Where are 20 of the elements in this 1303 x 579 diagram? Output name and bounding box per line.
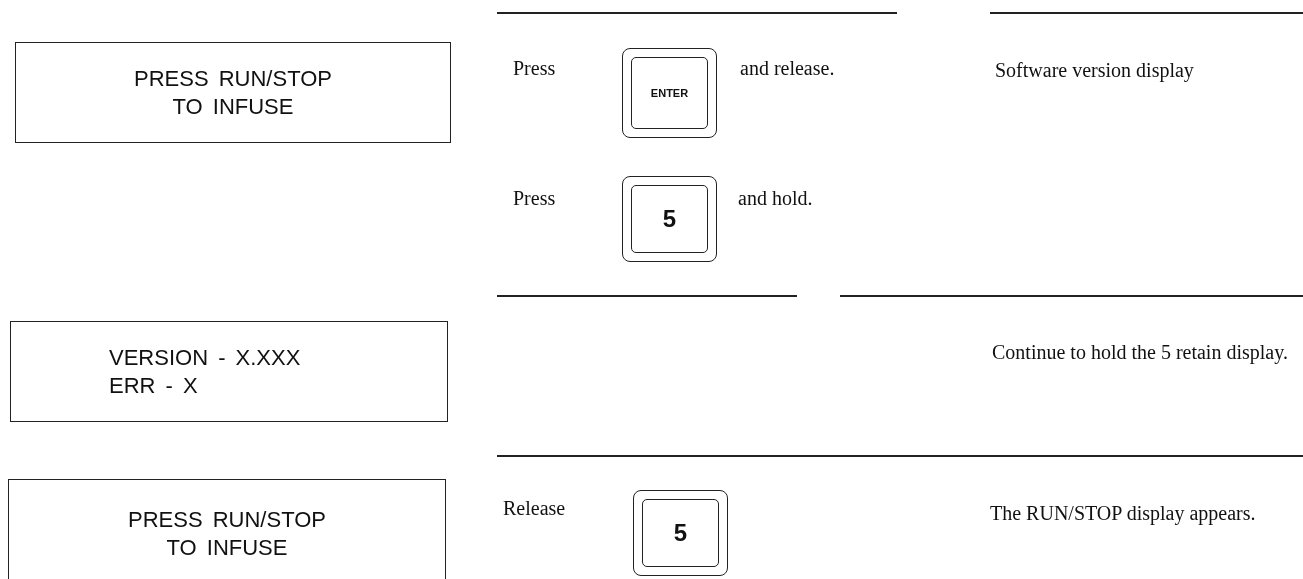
keypad-key [633, 490, 728, 576]
key-label: 5 [662, 205, 677, 233]
instruction-text: Software version display [995, 58, 1195, 82]
lcd-display-panel [10, 321, 448, 422]
instruction-text: and hold. [738, 186, 814, 210]
lcd-display-panel [8, 479, 446, 579]
key-label: ENTER [650, 87, 689, 99]
instruction-text: Press [513, 186, 557, 210]
display-message: PRESS RUN/STOP TO INFUSE [133, 64, 333, 121]
keypad-key [622, 176, 717, 262]
instruction-text: and release. [740, 56, 836, 80]
instruction-text: Press [513, 56, 557, 80]
lcd-display-panel [15, 42, 451, 143]
keypad-key [622, 48, 717, 138]
key-label: 5 [673, 519, 688, 547]
display-message: VERSION - X.XXX ERR - X [109, 343, 302, 400]
instruction-text: The RUN/STOP display appears. [990, 501, 1257, 525]
instruction-text: Continue to hold the 5 retain display. [992, 340, 1289, 364]
instruction-text: Release [503, 496, 567, 520]
display-message: PRESS RUN/STOP TO INFUSE [127, 506, 327, 562]
